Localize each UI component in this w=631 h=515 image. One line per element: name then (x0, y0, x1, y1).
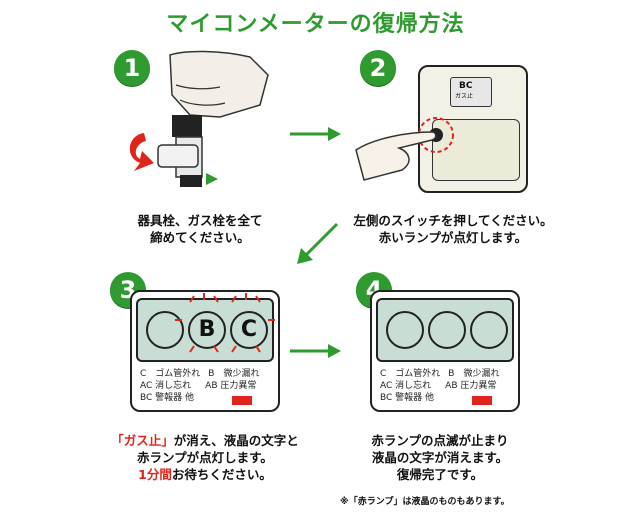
step-3-caption-line-1: が消え、液晶の文字と (173, 433, 299, 448)
legend-ab: AB 圧力異常 (205, 381, 257, 391)
step-2-caption-line-2: 赤いランプが点灯します。 (378, 230, 528, 245)
step-2-badge: 2 (360, 50, 396, 86)
meter-window-label: BC (459, 81, 473, 91)
lcd-lamp-b: B (188, 311, 226, 349)
step-1-illustration (110, 45, 280, 205)
step-3-meter-panel: B C C ゴム管外れ B 微少漏れ AC 消し忘れ AB 圧力異常 BC 警報器 … (130, 290, 280, 412)
step-4-red-lamp (472, 396, 492, 405)
legend-c: C ゴム管外れ (140, 369, 201, 379)
meter-window-small-label: ガス止 (455, 93, 474, 100)
hand-closing-valve-icon (129, 50, 269, 187)
step-4-meter-panel: C ゴム管外れ B 微少漏れ AC 消し忘れ AB 圧力異常 BC 警報器 他 (370, 290, 520, 412)
lcd-lamp-1 (146, 311, 184, 349)
step-4-footnote: ※「赤ランプ」は液晶のものもあります。 (340, 497, 510, 507)
legend-bc: BC 警報器 他 (140, 393, 195, 403)
step-4-caption-line-1: 赤ランプの点滅が止まり (371, 433, 509, 448)
step-1-badge: 1 (114, 50, 150, 86)
legend-bc: BC 警報器 他 (380, 393, 435, 403)
step-4-caption-line-2: 液晶の文字が消えます。 (371, 450, 509, 465)
step-3-caption-line-2: 赤ランプが点灯します。 (137, 450, 273, 465)
meter-body: BC ガス止 (418, 65, 528, 193)
arrow-right-icon (290, 127, 341, 141)
lcd-lamp-1 (386, 311, 424, 349)
legend-ac: AC 消し忘れ (140, 381, 192, 391)
finger-pressing-switch-icon (355, 117, 454, 181)
lcd-lamp-2 (428, 311, 466, 349)
meter-window: BC ガス止 (450, 77, 492, 107)
legend-ac: AC 消し忘れ (380, 381, 432, 391)
page-title: マイコンメーターの復帰方法 (166, 12, 465, 37)
lcd-lamp-c: C (230, 311, 268, 349)
legend-b: B 微少漏れ (208, 369, 260, 379)
step-1-caption-line-1: 器具栓、ガス栓を全て (137, 213, 263, 228)
lcd-lamp-3 (470, 311, 508, 349)
step-3-gas-stop-label: 「ガス止」 (111, 433, 174, 448)
legend-b: B 微少漏れ (448, 369, 500, 379)
step-3-red-lamp (232, 396, 252, 405)
step-2-caption: 左側のスイッチを押してください。 赤いランプが点灯します。 (328, 212, 578, 246)
legend-ab: AB 圧力異常 (445, 381, 497, 391)
step-3-lcd: B C (136, 298, 274, 362)
step-4-legend: C ゴム管外れ B 微少漏れ AC 消し忘れ AB 圧力異常 BC 警報器 他 (380, 368, 512, 404)
meter-lower-panel (432, 119, 520, 181)
blink-rays-icon (175, 293, 275, 353)
step-3-caption-line-3: お待ちください。 (171, 467, 272, 482)
legend-c: C ゴム管外れ (380, 369, 441, 379)
step-1-caption: 器具栓、ガス栓を全て 締めてください。 (95, 212, 305, 246)
step-4-caption-line-3: 復帰完了です。 (396, 467, 484, 482)
arrow-right-icon (290, 344, 341, 358)
step-4-caption: 赤ランプの点滅が止まり 液晶の文字が消えます。 復帰完了です。 (335, 432, 545, 483)
step-3-caption: 「ガス止」が消え、液晶の文字と 赤ランプが点灯します。 1分間お待ちください。 (85, 432, 325, 483)
arrow-down-left-icon (297, 222, 339, 264)
step-3-legend: C ゴム管外れ B 微少漏れ AC 消し忘れ AB 圧力異常 BC 警報器 他 (140, 368, 272, 404)
step-1-caption-line-2: 締めてください。 (150, 230, 250, 245)
step-4-lcd (376, 298, 514, 362)
step-3-wait-time: 1分間 (138, 467, 172, 482)
step-2-caption-line-1: 左側のスイッチを押してください。 (353, 213, 553, 228)
